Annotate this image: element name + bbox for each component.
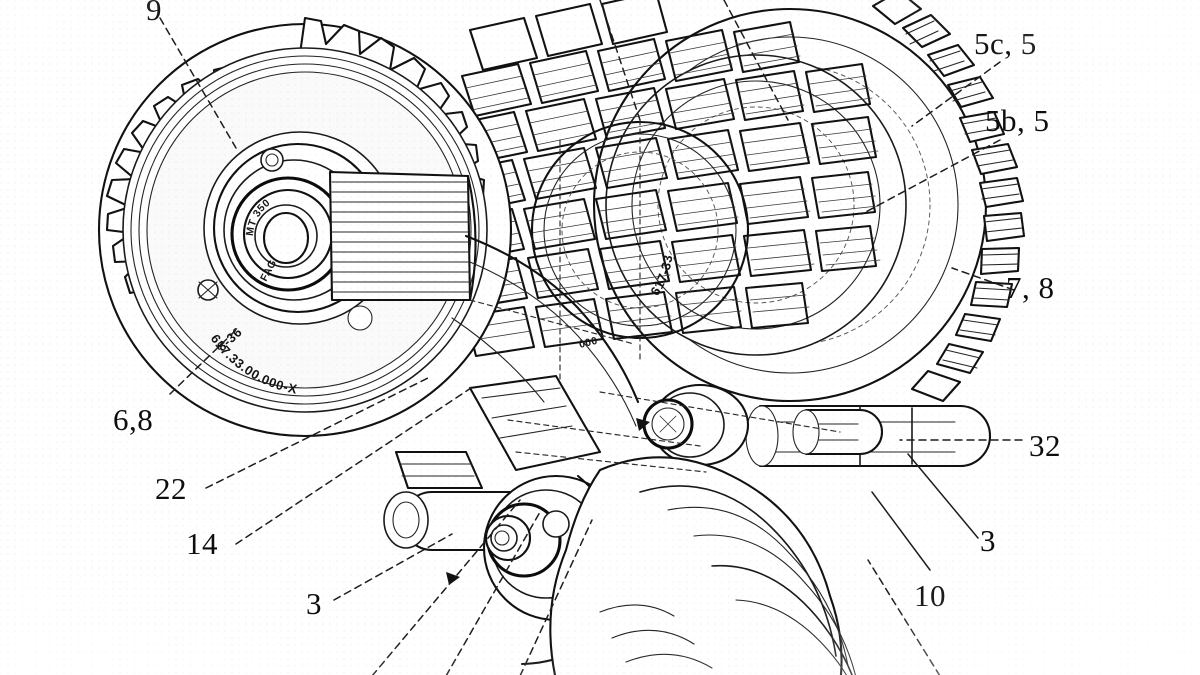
ref-label-5b-5: 5b, 5 [985,103,1050,138]
cam-bore-center [494,530,510,546]
ref-label-10: 10 [914,578,946,613]
bearing-cap-face [792,409,820,455]
shaft-flange [745,405,779,467]
leader-3-left [333,533,453,601]
ref-label-6-8: 6,8 [113,402,154,437]
hub-dowel-boss-a [260,148,284,172]
camshaft-journal-right [642,383,750,467]
ref-label-7-8: 7, 8 [1006,270,1055,305]
ref-label-5c-5: 5c, 5 [974,26,1037,61]
ref-label-32: 32 [1029,428,1061,463]
ref-label-9: 9 [146,0,162,27]
right-helical-gear-cluster: 617-33 000 [450,0,1026,403]
shaft-bore [262,211,310,265]
left-idler-gear: 617.33.00.000-X 8-36 MT 350 [97,16,513,438]
leader-10 [871,491,931,571]
ref-label-3-left: 3 [306,586,322,621]
hub-dowel-boss-c [347,305,373,331]
tappet-bore [392,501,420,539]
cam-oil-port [542,510,570,538]
ref-label-14: 14 [186,526,218,561]
leader-edge-e [599,0,641,121]
splined-shaft-stub [328,170,477,302]
ref-label-3-right: 3 [980,523,996,558]
ref-label-22: 22 [155,471,187,506]
case-boss [394,450,484,490]
